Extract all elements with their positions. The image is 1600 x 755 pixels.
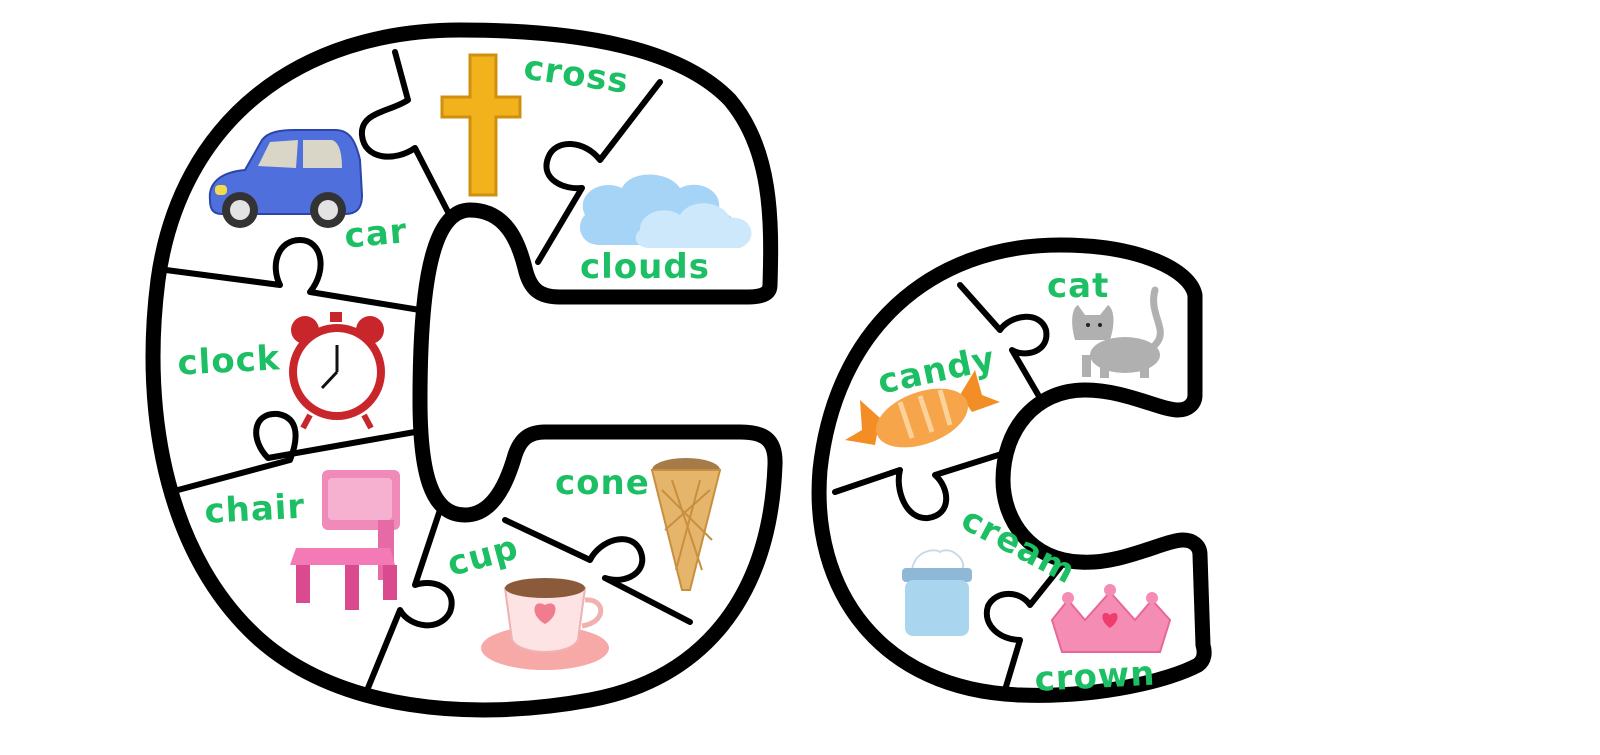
cut-car-cross [359, 49, 451, 215]
word-crown: crown [1034, 654, 1157, 700]
word-chair: chair [203, 487, 306, 532]
cross-icon [440, 53, 522, 197]
cut-chair-cup [365, 507, 455, 691]
lowercase-c-letter [811, 237, 1212, 703]
cup-icon [481, 578, 609, 670]
word-clouds: clouds [580, 247, 710, 287]
clock-icon [289, 312, 385, 430]
cut-cream-crown [983, 562, 1065, 693]
cat-icon [1072, 286, 1164, 378]
cut-clock-chair [175, 410, 418, 493]
uppercase-c-outline [145, 22, 783, 718]
lowercase-c-outline [811, 237, 1212, 703]
word-car: car [343, 211, 409, 256]
cut-candy-cream [832, 449, 1011, 521]
word-clock: clock [176, 338, 281, 383]
cream-icon [902, 549, 972, 636]
word-cross: cross [521, 48, 631, 102]
word-cone: cone [555, 463, 650, 503]
word-cup: cup [443, 528, 523, 585]
candy-icon [845, 370, 1000, 448]
word-cream: cream [955, 499, 1083, 592]
uppercase-c-letter [145, 22, 783, 718]
cut-cross-clouds [535, 79, 663, 265]
cone-icon [650, 458, 722, 591]
car-icon [208, 129, 364, 228]
cut-car-clock [163, 237, 423, 313]
cut-candy-cat [957, 282, 1050, 401]
chair-icon [290, 470, 400, 610]
word-cat: cat [1047, 266, 1109, 306]
cut-cup-cone [502, 517, 693, 625]
clouds-icon [580, 174, 752, 248]
crown-icon [1050, 584, 1172, 653]
